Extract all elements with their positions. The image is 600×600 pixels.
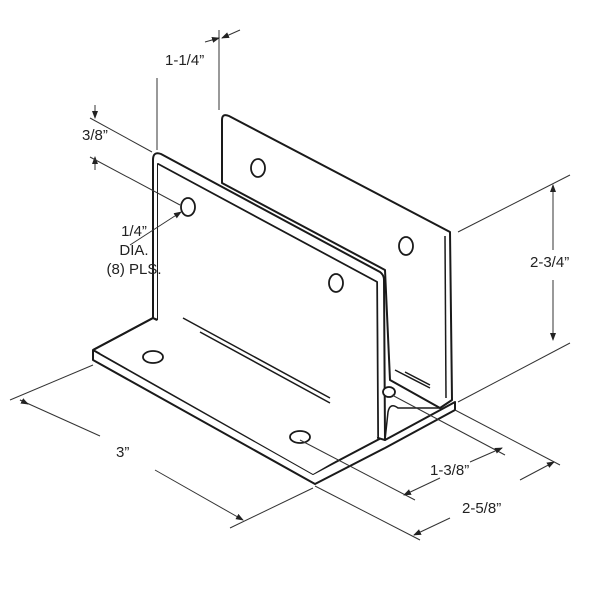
inner-channel [384, 405, 440, 441]
hole [382, 386, 396, 398]
bend-shading-lines [182, 317, 431, 404]
dimension-arrow [19, 398, 29, 405]
hole-diameter-label: 1/4” [121, 223, 147, 240]
dimension-line [314, 485, 421, 541]
dimension-line [299, 439, 416, 501]
dimension-line [391, 394, 506, 456]
hole [398, 236, 414, 256]
hole-note: 1/4” DIA. (8) PLS. [94, 222, 174, 279]
front-bend-line [92, 317, 154, 351]
hole [250, 158, 266, 178]
front-plate-face [100, 164, 378, 474]
dimension-line [454, 409, 561, 466]
dimension-arrow [154, 469, 244, 521]
mounting-holes [142, 158, 414, 444]
inner-depth-label: 1-3/8” [430, 462, 470, 479]
dimension-arrow [221, 29, 241, 39]
height-label: 2-3/4” [530, 254, 570, 271]
hole [289, 430, 311, 444]
flange-spacing-label: 1-1/4” [165, 52, 205, 69]
dimension-arrow [204, 37, 220, 43]
hole-dia-label: DIA. [119, 242, 149, 259]
front-plate [152, 152, 386, 441]
dimension-line [19, 399, 101, 437]
hole [142, 350, 164, 364]
hole [180, 197, 196, 217]
dimension-line [89, 117, 153, 153]
back-plate [221, 114, 453, 409]
front-plate-edge [157, 163, 379, 437]
base-depth-label: 2-5/8” [462, 500, 502, 517]
dimension-arrow [469, 447, 503, 463]
dimension-line [229, 487, 314, 529]
bend-highlights [182, 317, 440, 441]
dimension-line [457, 342, 571, 403]
dimension-line [89, 156, 181, 206]
dimension-arrow [403, 477, 441, 496]
hole-offset-label: 3/8” [82, 127, 108, 144]
hole [328, 273, 344, 293]
hole-count-label: (8) PLS. [106, 261, 162, 278]
dimension-arrow [413, 517, 451, 536]
dimension-line [9, 364, 94, 401]
dimension-arrow [519, 461, 555, 481]
dimension-lines [9, 29, 571, 541]
back-plate-edge [444, 235, 447, 399]
leader-arrow [129, 211, 182, 246]
length-label: 3” [116, 444, 130, 461]
